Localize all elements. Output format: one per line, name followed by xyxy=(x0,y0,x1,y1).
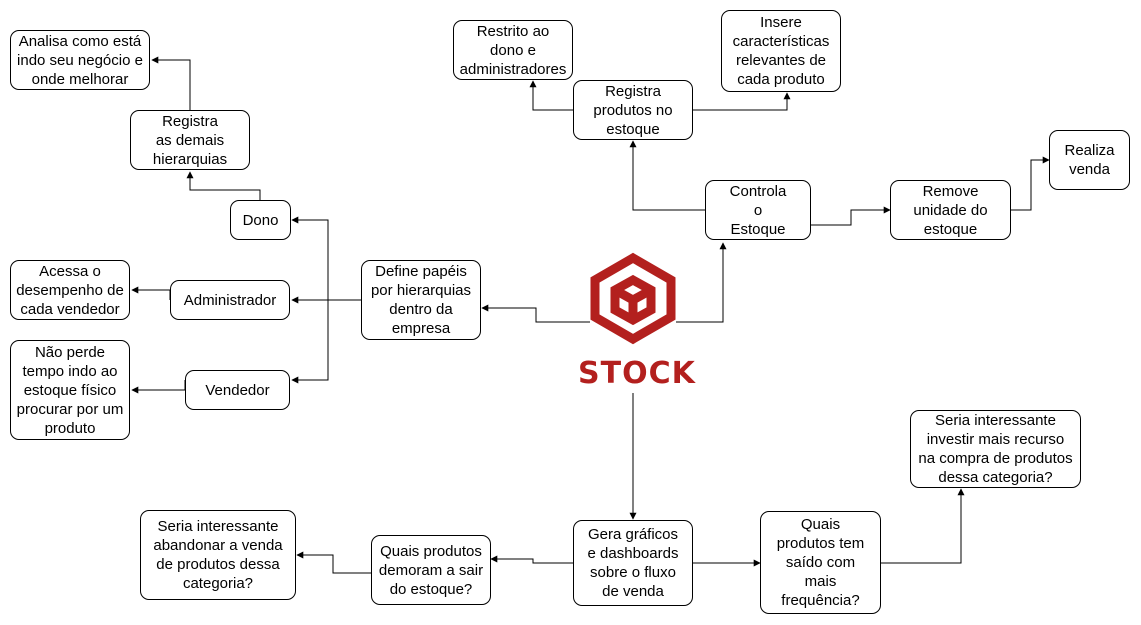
edge-controla-remove xyxy=(811,206,891,226)
edge-registra-restrito xyxy=(529,80,573,111)
node-vendedor: Vendedor xyxy=(185,370,290,410)
node-analisa: Analisa como está indo seu negócio e ond… xyxy=(10,30,150,90)
node-controla-estoque: Controla o Estoque xyxy=(705,180,811,240)
node-nao-perde: Não perde tempo indo ao estoque físico p… xyxy=(10,340,130,440)
edge-define-vendedor xyxy=(291,299,361,384)
edge-logo-controla xyxy=(676,242,727,323)
edge-gera-demoram xyxy=(490,555,573,564)
node-realiza-venda: Realiza venda xyxy=(1049,130,1130,190)
edge-registra-insere xyxy=(693,92,791,111)
edge-registra-analisa xyxy=(151,56,191,110)
edge-saido-investir xyxy=(881,488,965,564)
node-registra-produtos: Registra produtos no estoque xyxy=(573,80,693,140)
edge-controla-registra xyxy=(629,140,705,211)
node-investir: Seria interessante investir mais recurso… xyxy=(910,410,1081,488)
node-define-papeis: Define papéis por hierarquias dentro da … xyxy=(361,260,481,340)
node-quais-saido: Quais produtos tem saído com mais frequê… xyxy=(760,511,881,614)
node-remove: Remove unidade do estoque xyxy=(890,180,1011,240)
node-acessa: Acessa o desempenho de cada vendedor xyxy=(10,260,130,320)
edge-vendedor-naoperde xyxy=(131,380,186,394)
brand-name: STOCK xyxy=(578,356,696,391)
node-registra-hierarquias: Registra as demais hierarquias xyxy=(130,110,250,170)
node-administrador: Administrador xyxy=(170,280,290,320)
node-quais-demoram: Quais produtos demoram a sair do estoque… xyxy=(371,535,491,605)
edge-demoram-abandonar xyxy=(296,551,371,574)
edge-logo-define xyxy=(481,304,590,323)
edge-define-dono xyxy=(291,216,361,301)
node-gera-graficos: Gera gráficos e dashboards sobre o fluxo… xyxy=(573,520,693,606)
node-insere: Insere características relevantes de cad… xyxy=(721,10,841,92)
node-restrito: Restrito ao dono e administradores xyxy=(453,20,573,80)
edge-dono-registra xyxy=(186,171,261,200)
edge-remove-realiza xyxy=(1011,156,1050,211)
stock-box-icon xyxy=(590,252,676,345)
node-dono: Dono xyxy=(230,200,291,240)
edge-admin-acessa xyxy=(131,286,171,300)
logo-hexagon xyxy=(590,252,676,345)
node-abandonar: Seria interessante abandonar a venda de … xyxy=(140,510,296,600)
